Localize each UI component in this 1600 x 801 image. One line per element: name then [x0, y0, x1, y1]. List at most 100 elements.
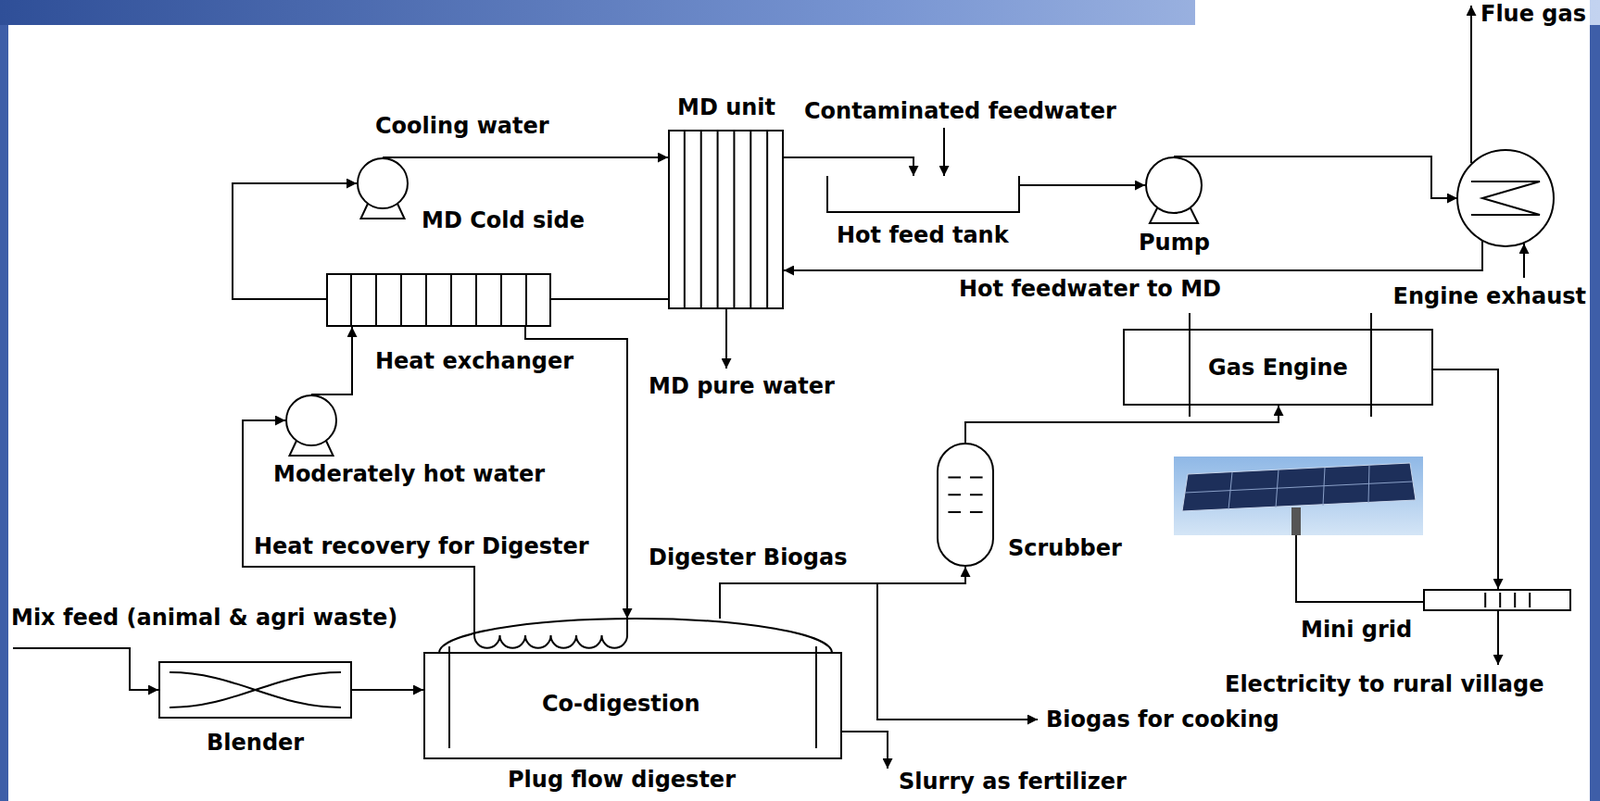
digester-dome	[439, 618, 832, 654]
stream-label: Contaminated feedwater	[804, 100, 1117, 123]
scrubber-column: Scrubber	[936, 442, 995, 567]
pure-water-arrow	[725, 309, 728, 369]
heater-coil	[1471, 181, 1540, 215]
solar-feed-line	[1296, 535, 1424, 603]
photo-sky	[1173, 456, 1424, 536]
exhaust-heat-exchanger	[1457, 150, 1554, 247]
pump-symbol: Pump	[1145, 156, 1203, 215]
feedwater-arrow	[943, 127, 945, 177]
heat-exchanger: Heat exchanger	[326, 273, 552, 328]
flow-label: Heat recovery for Digester	[253, 535, 590, 558]
feed-line	[1173, 156, 1458, 199]
engine-box: Gas Engine	[1122, 328, 1434, 406]
stream-label: Mix feed (animal & agri waste)	[11, 606, 398, 630]
stream-label: Engine exhaust	[1393, 285, 1588, 308]
exchanger-plate	[450, 274, 453, 327]
solar-cell-grid	[1184, 465, 1413, 510]
membrane-fiber	[683, 130, 686, 309]
membrane-fiber	[700, 130, 703, 309]
node-label: Heat exchanger	[375, 350, 574, 373]
heating-coil	[474, 618, 628, 649]
solar-pole	[1291, 507, 1301, 536]
flow-line	[382, 156, 668, 159]
node-label: Cooling water	[375, 114, 550, 138]
grid-bar	[1513, 592, 1516, 608]
pump-body	[1146, 157, 1202, 214]
pump-symbol: Moderately hot water	[285, 394, 338, 447]
engine-outline	[1123, 329, 1433, 405]
white-panel	[8, 25, 1590, 801]
digester-tank: Co-digestionPlug flow digester	[423, 618, 843, 760]
power-arrow	[1497, 611, 1500, 666]
pump-body	[286, 395, 337, 446]
flow-line	[352, 689, 424, 692]
stream-label: Biogas for cooking	[1045, 708, 1280, 731]
exchanger-plate	[525, 274, 528, 327]
digester-baffle	[815, 646, 818, 749]
flow-line	[783, 157, 914, 177]
exchanger-plate	[375, 274, 378, 327]
node-outline	[356, 157, 409, 210]
feed-arrow	[12, 648, 159, 691]
flow-line	[551, 298, 668, 301]
node-outline	[285, 394, 338, 447]
node-outline	[936, 442, 995, 567]
flue-gas-arrow	[1470, 5, 1473, 164]
node-label: Plug flow digester	[507, 768, 736, 792]
stream-label: Electricity to rural village	[1224, 673, 1544, 696]
stream-label: MD pure water	[648, 375, 835, 398]
white-panel	[1195, 0, 1590, 26]
pump-body	[357, 158, 408, 209]
node-label: Gas Engine	[1208, 356, 1349, 379]
node-label: Pump	[1138, 231, 1210, 254]
scrubber-tray	[970, 477, 983, 479]
node-label: Scrubber	[1007, 537, 1122, 560]
flow-line	[232, 183, 357, 300]
scrubber-tray	[970, 493, 983, 496]
scrubber-tray	[947, 511, 961, 514]
solar-array	[1182, 463, 1416, 512]
flow-line	[719, 566, 966, 619]
digester-baffle	[448, 646, 451, 749]
exchanger-plate	[475, 274, 478, 327]
node-outline	[423, 618, 843, 760]
node-outline	[667, 129, 784, 310]
cooking-gas-line	[877, 583, 1038, 720]
membrane-fiber	[732, 130, 735, 309]
mixer-blade	[169, 672, 341, 708]
membrane-fiber	[749, 130, 752, 309]
flow-line	[1020, 184, 1146, 187]
mini-grid-box: Mini grid	[1423, 589, 1572, 612]
scrubber-tray	[947, 493, 961, 496]
node-label: Moderately hot water	[273, 463, 545, 486]
node-outline	[826, 176, 1021, 214]
node-label: Hot feed tank	[836, 224, 1009, 247]
feed-tank: Hot feed tank	[826, 176, 1021, 214]
exchanger-plate	[425, 274, 428, 327]
node-outline	[1145, 156, 1203, 215]
stream-label: MD Cold side	[421, 209, 585, 232]
engine-rod	[1370, 313, 1373, 417]
node-outline	[326, 273, 552, 328]
membrane-fiber	[766, 130, 769, 309]
stream-label: Hot feedwater to MD	[958, 277, 1222, 301]
flow-line	[311, 327, 353, 395]
blender-box	[159, 662, 352, 719]
grid-box	[1423, 590, 1571, 611]
tank-wall	[827, 176, 1020, 213]
scrubber-tray	[947, 477, 961, 479]
grid-bar	[1499, 592, 1501, 608]
flow-line	[965, 405, 1279, 443]
flow-line	[242, 420, 475, 619]
exchanger-shell	[327, 274, 551, 327]
flow-line	[1433, 369, 1499, 590]
node-label: Co-digestion	[541, 692, 700, 716]
node-outline	[158, 661, 353, 719]
node-outline	[1423, 589, 1572, 612]
exchanger-plate	[350, 274, 353, 327]
scrubber-shell	[937, 443, 994, 567]
node-label: Mini grid	[1300, 618, 1412, 642]
flow-label: Digester Biogas	[648, 546, 848, 569]
scrubber-tray	[970, 511, 983, 514]
membrane-module	[668, 130, 783, 309]
